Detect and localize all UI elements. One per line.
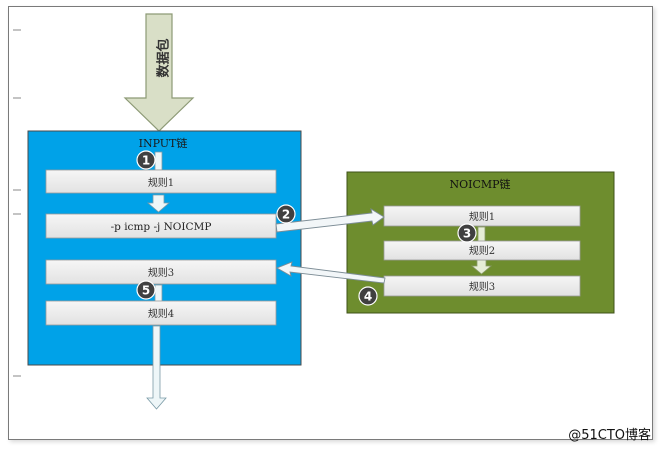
input-rule-4-label: 规则4 (148, 307, 174, 320)
packet-arrow: 数据包 (123, 13, 195, 132)
input-rule-2-label: -p icmp -j NOICMP (111, 221, 212, 233)
input-rule-4: 规则4 (45, 300, 277, 326)
step-badge-2: 2 (276, 204, 296, 224)
jump-arrow (275, 208, 385, 233)
input-chain-title: INPUT链 (139, 136, 188, 150)
step-badge-1-label: 1 (142, 154, 150, 168)
step-badge-3-label: 3 (463, 227, 471, 241)
noicmp-rule-1-label: 规则1 (469, 210, 495, 223)
noicmp-rule-2-label: 规则2 (469, 244, 495, 257)
step-badge-3: 3 (457, 223, 477, 243)
left-edge-ticks (13, 29, 21, 377)
noicmp-rule-2: 规则2 (383, 240, 581, 261)
noicmp-chain-title: NOICMP链 (449, 177, 510, 191)
packet-arrow-label: 数据包 (156, 38, 172, 77)
input-rule-3: 规则3 (45, 259, 277, 285)
input-rule-2: -p icmp -j NOICMP (45, 213, 277, 239)
input-rule-1: 规则1 (45, 169, 277, 194)
noicmp-rule-3: 规则3 (383, 275, 581, 297)
step-badge-5: 5 (136, 280, 156, 300)
step-badge-1: 1 (136, 150, 156, 170)
step-badge-4: 4 (358, 286, 378, 306)
input-rule-3-label: 规则3 (148, 266, 174, 279)
step-badge-5-label: 5 (142, 284, 150, 298)
noicmp-rule-1: 规则1 (383, 205, 581, 227)
step-badge-4-label: 4 (364, 290, 372, 304)
watermark: @51CTO博客 (568, 428, 651, 443)
noicmp-rule-3-label: 规则3 (469, 280, 495, 293)
input-rule-1-label: 规则1 (148, 176, 174, 189)
return-arrow (275, 261, 386, 284)
step-badge-2-label: 2 (282, 208, 290, 222)
input-chain: INPUT链 (27, 130, 302, 366)
